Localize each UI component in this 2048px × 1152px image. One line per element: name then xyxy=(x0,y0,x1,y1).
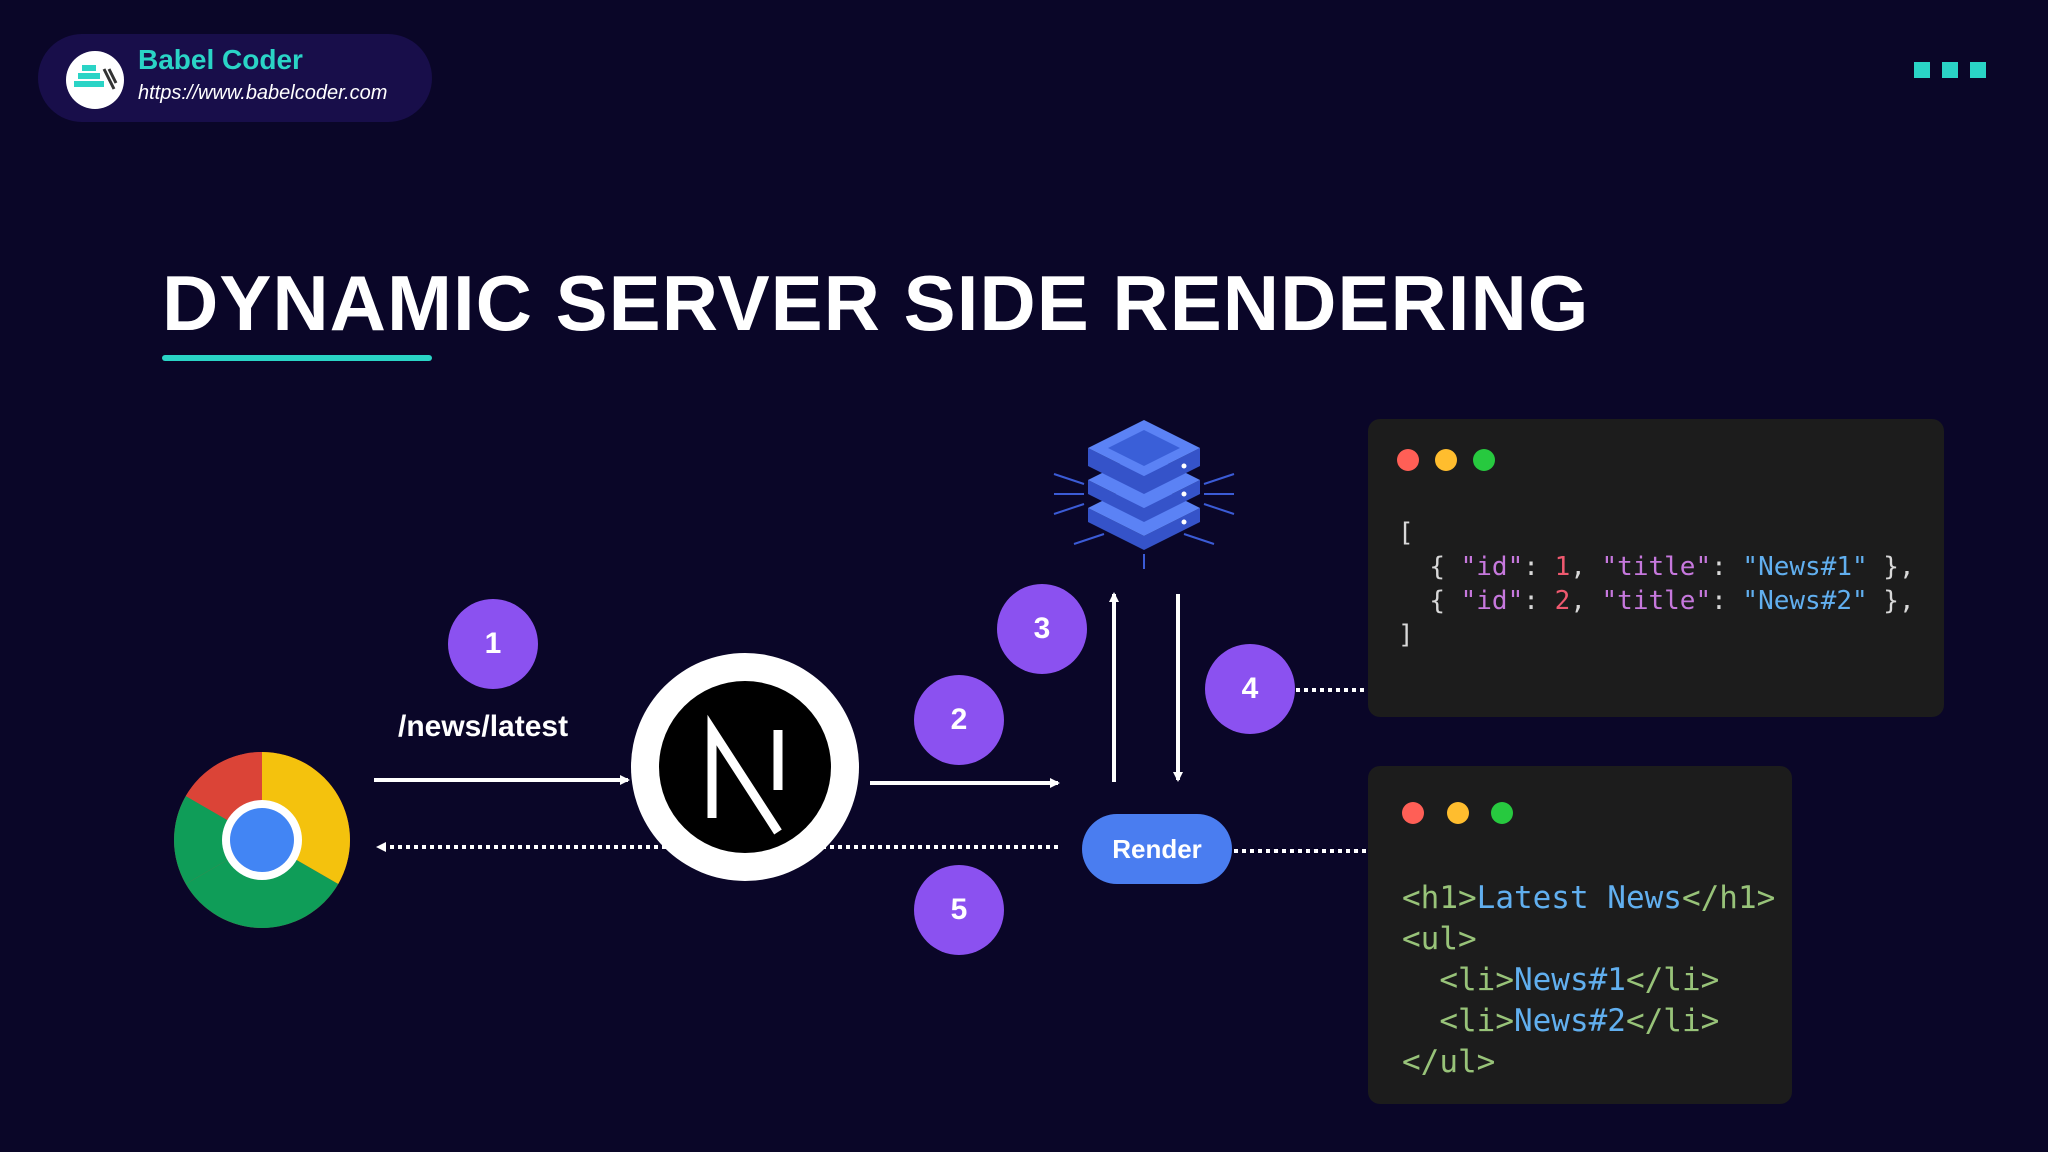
json-key: "id" xyxy=(1460,586,1524,616)
json-code-window xyxy=(1368,419,1944,717)
json-string: "News#1" xyxy=(1742,552,1868,582)
html-heading-text: Latest News xyxy=(1476,880,1682,916)
json-number: 1 xyxy=(1554,552,1571,582)
html-tag: </h1> xyxy=(1681,880,1776,916)
html-tag: <li> xyxy=(1439,962,1514,998)
brand-logo-icon xyxy=(66,51,124,109)
menu-dot-icon[interactable] xyxy=(1942,62,1958,78)
step-1-badge: 1 xyxy=(448,599,538,689)
json-string: "News#2" xyxy=(1742,586,1868,616)
brand-name: Babel Coder xyxy=(138,44,303,75)
menu-dot-icon[interactable] xyxy=(1914,62,1930,78)
render-pill: Render xyxy=(1082,814,1232,884)
maximize-dot-icon xyxy=(1491,802,1513,824)
step-5-badge: 5 xyxy=(914,865,1004,955)
html-code-window xyxy=(1368,766,1792,1104)
html-tag: <h1> xyxy=(1402,880,1477,916)
title-underline xyxy=(162,355,432,361)
json-close-bracket: ] xyxy=(1398,620,1414,650)
minimize-dot-icon xyxy=(1447,802,1469,824)
html-tag: </li> xyxy=(1625,1003,1720,1039)
json-open-bracket: [ xyxy=(1398,518,1414,548)
brand-url: https://www.babelcoder.com xyxy=(138,82,388,104)
html-list-text: News#1 xyxy=(1513,962,1626,998)
json-key: "title" xyxy=(1601,586,1712,616)
close-dot-icon xyxy=(1397,449,1419,471)
html-tag: </ul> xyxy=(1402,1044,1496,1080)
html-tag: <ul> xyxy=(1402,921,1477,957)
nextjs-icon xyxy=(628,650,862,889)
chrome-icon xyxy=(172,750,352,935)
minimize-dot-icon xyxy=(1435,449,1457,471)
server-stack-icon xyxy=(1044,404,1244,579)
html-code: <h1>Latest News</h1> <ul> <li>News#1</li… xyxy=(1402,878,1775,1083)
step-2-badge: 2 xyxy=(914,675,1004,765)
json-key: "title" xyxy=(1601,552,1712,582)
step-4-badge: 4 xyxy=(1205,644,1295,734)
json-key: "id" xyxy=(1460,552,1524,582)
route-label: /news/latest xyxy=(398,710,569,743)
page-title: DYNAMIC SERVER SIDE RENDERING xyxy=(162,259,1590,347)
menu-dot-icon[interactable] xyxy=(1970,62,1986,78)
json-number: 2 xyxy=(1554,586,1571,616)
close-dot-icon xyxy=(1402,802,1424,824)
maximize-dot-icon xyxy=(1473,449,1495,471)
html-tag: <li> xyxy=(1439,1003,1514,1039)
step-3-badge: 3 xyxy=(997,584,1087,674)
html-tag: </li> xyxy=(1625,962,1720,998)
json-code: [ { "id": 1, "title": "News#1" }, { "id"… xyxy=(1398,518,1915,650)
html-list-text: News#2 xyxy=(1513,1003,1626,1039)
